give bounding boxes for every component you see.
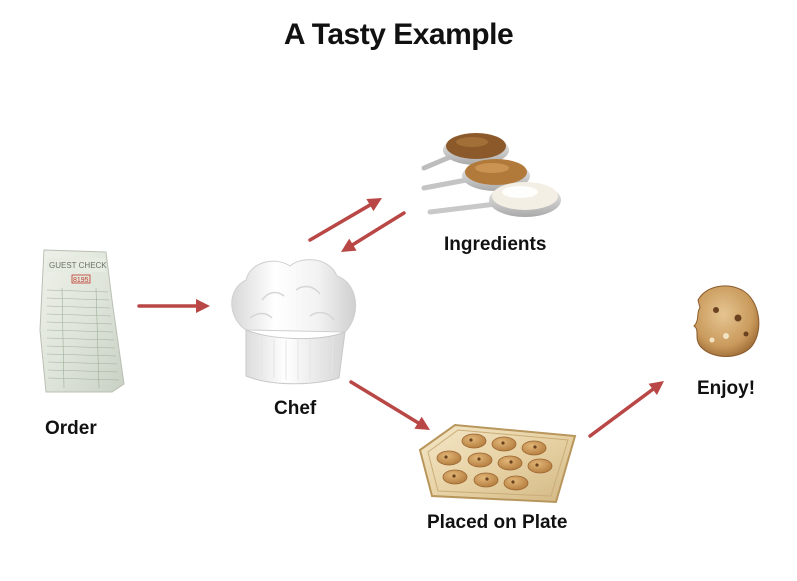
tray-cookie (503, 475, 529, 491)
arrow-order-to-chef-head (196, 299, 210, 313)
tray-cookie (461, 433, 487, 449)
tray-cookies (436, 433, 553, 491)
arrow-plate-to-enjoy-head (648, 381, 664, 395)
order-slip-number: 8195 (73, 277, 89, 284)
arrow-ingredients-to-chef-shaft (351, 211, 406, 247)
cookie-chip (485, 477, 489, 481)
node-label-ingredients: Ingredients (444, 234, 547, 255)
arrow-chef-to-plate-shaft (349, 380, 420, 425)
cookie-chip (477, 457, 481, 461)
tray-cookie (527, 458, 553, 474)
node-label-chef: Chef (274, 398, 317, 419)
node-label-placed-on-plate: Placed on Plate (427, 512, 568, 533)
bitten-cookie-image (693, 285, 760, 357)
order-slip-header: GUEST CHECK (49, 261, 107, 270)
arrow-chef-to-ingredients-head (366, 198, 382, 212)
spoon-1 (421, 133, 509, 171)
node-label-order: Order (45, 418, 97, 439)
baking-tray-image (418, 423, 577, 504)
arrow-order-to-chef (137, 299, 210, 313)
arrow-ingredients-to-chef (341, 211, 406, 252)
cookie-chip (535, 463, 539, 467)
arrow-chef-to-ingredients-shaft (308, 203, 372, 242)
order-slip-image: GUEST CHECK 8195 (39, 249, 125, 393)
arrow-plate-to-enjoy (588, 381, 664, 438)
ingredients-spoons-image (421, 133, 561, 217)
cookie-chip (452, 474, 456, 478)
tray-cookie (436, 450, 462, 466)
spoon-3 (427, 182, 561, 217)
arrow-plate-to-enjoy-shaft (588, 387, 655, 438)
diagram-title: A Tasty Example (283, 18, 514, 51)
cookie-chip (511, 480, 515, 484)
arrow-ingredients-to-chef-head (341, 238, 357, 252)
cookie-chip (533, 445, 537, 449)
flow-arrows (137, 198, 664, 438)
cookie-chip (469, 438, 473, 442)
node-label-enjoy: Enjoy! (697, 378, 756, 399)
chef-hat-image (231, 259, 357, 385)
cookie-chip (501, 441, 505, 445)
arrow-chef-to-plate (349, 380, 430, 430)
cookie-chip (509, 460, 513, 464)
cookie-chip (444, 455, 448, 459)
arrow-chef-to-plate-head (414, 416, 430, 430)
arrow-chef-to-ingredients (308, 198, 382, 242)
